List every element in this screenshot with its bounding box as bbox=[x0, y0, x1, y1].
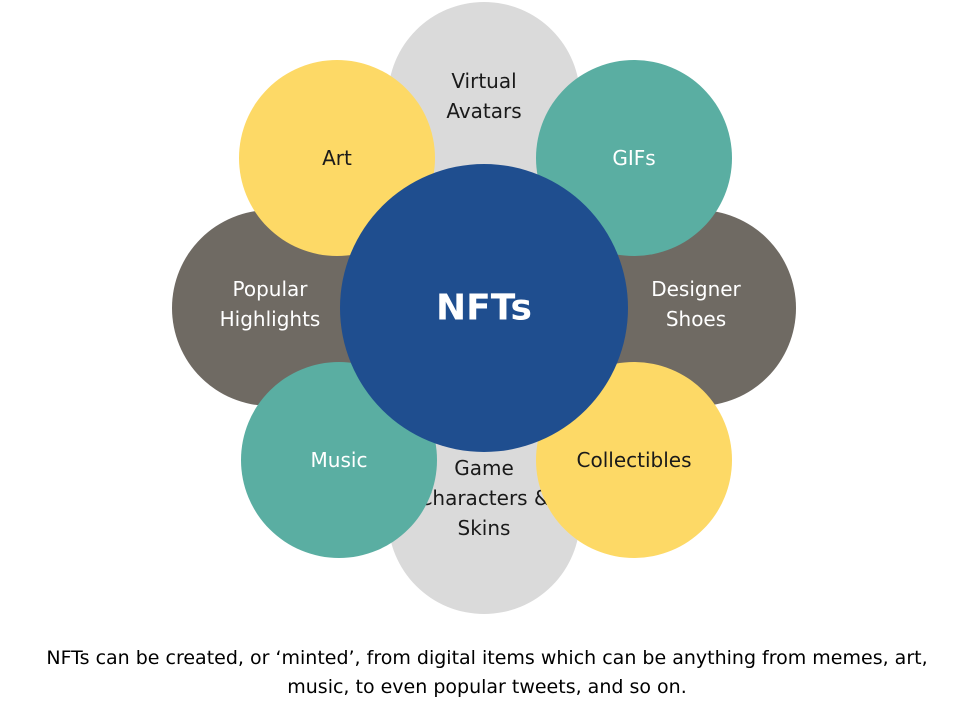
petal-label-popular-highlights: Highlights bbox=[220, 307, 321, 331]
petal-label-art: Art bbox=[322, 146, 352, 170]
petal-label-collectibles: Collectibles bbox=[577, 448, 692, 472]
petal-label-designer-shoes: Shoes bbox=[666, 307, 726, 331]
petal-label-gifs: GIFs bbox=[612, 146, 655, 170]
center-node: NFTs bbox=[340, 164, 628, 452]
caption: NFTs can be created, or ‘minted’, from d… bbox=[0, 644, 974, 702]
petal-collectibles: Collectibles bbox=[536, 362, 732, 558]
petal-label-virtual-avatars: Avatars bbox=[446, 99, 521, 123]
caption-line-2: music, to even popular tweets, and so on… bbox=[287, 676, 687, 698]
center-circle bbox=[340, 164, 628, 452]
petal-label-virtual-avatars: Virtual bbox=[451, 69, 516, 93]
petal-shape-collectibles bbox=[536, 362, 732, 558]
petal-shape-popular-highlights bbox=[172, 210, 392, 406]
petal-shape-virtual-avatars bbox=[388, 2, 580, 218]
petal-label-game-characters: Game bbox=[454, 456, 514, 480]
petal-label-popular-highlights: Popular bbox=[233, 277, 309, 301]
petal-label-music: Music bbox=[311, 448, 368, 472]
center-label: NFTs bbox=[436, 288, 532, 329]
petal-shape-designer-shoes bbox=[576, 210, 796, 406]
caption-line-1: NFTs can be created, or ‘minted’, from d… bbox=[46, 647, 928, 669]
petal-label-designer-shoes: Designer bbox=[651, 277, 741, 301]
petal-label-game-characters: Characters & bbox=[418, 486, 549, 510]
petal-label-game-characters: Skins bbox=[458, 516, 511, 540]
